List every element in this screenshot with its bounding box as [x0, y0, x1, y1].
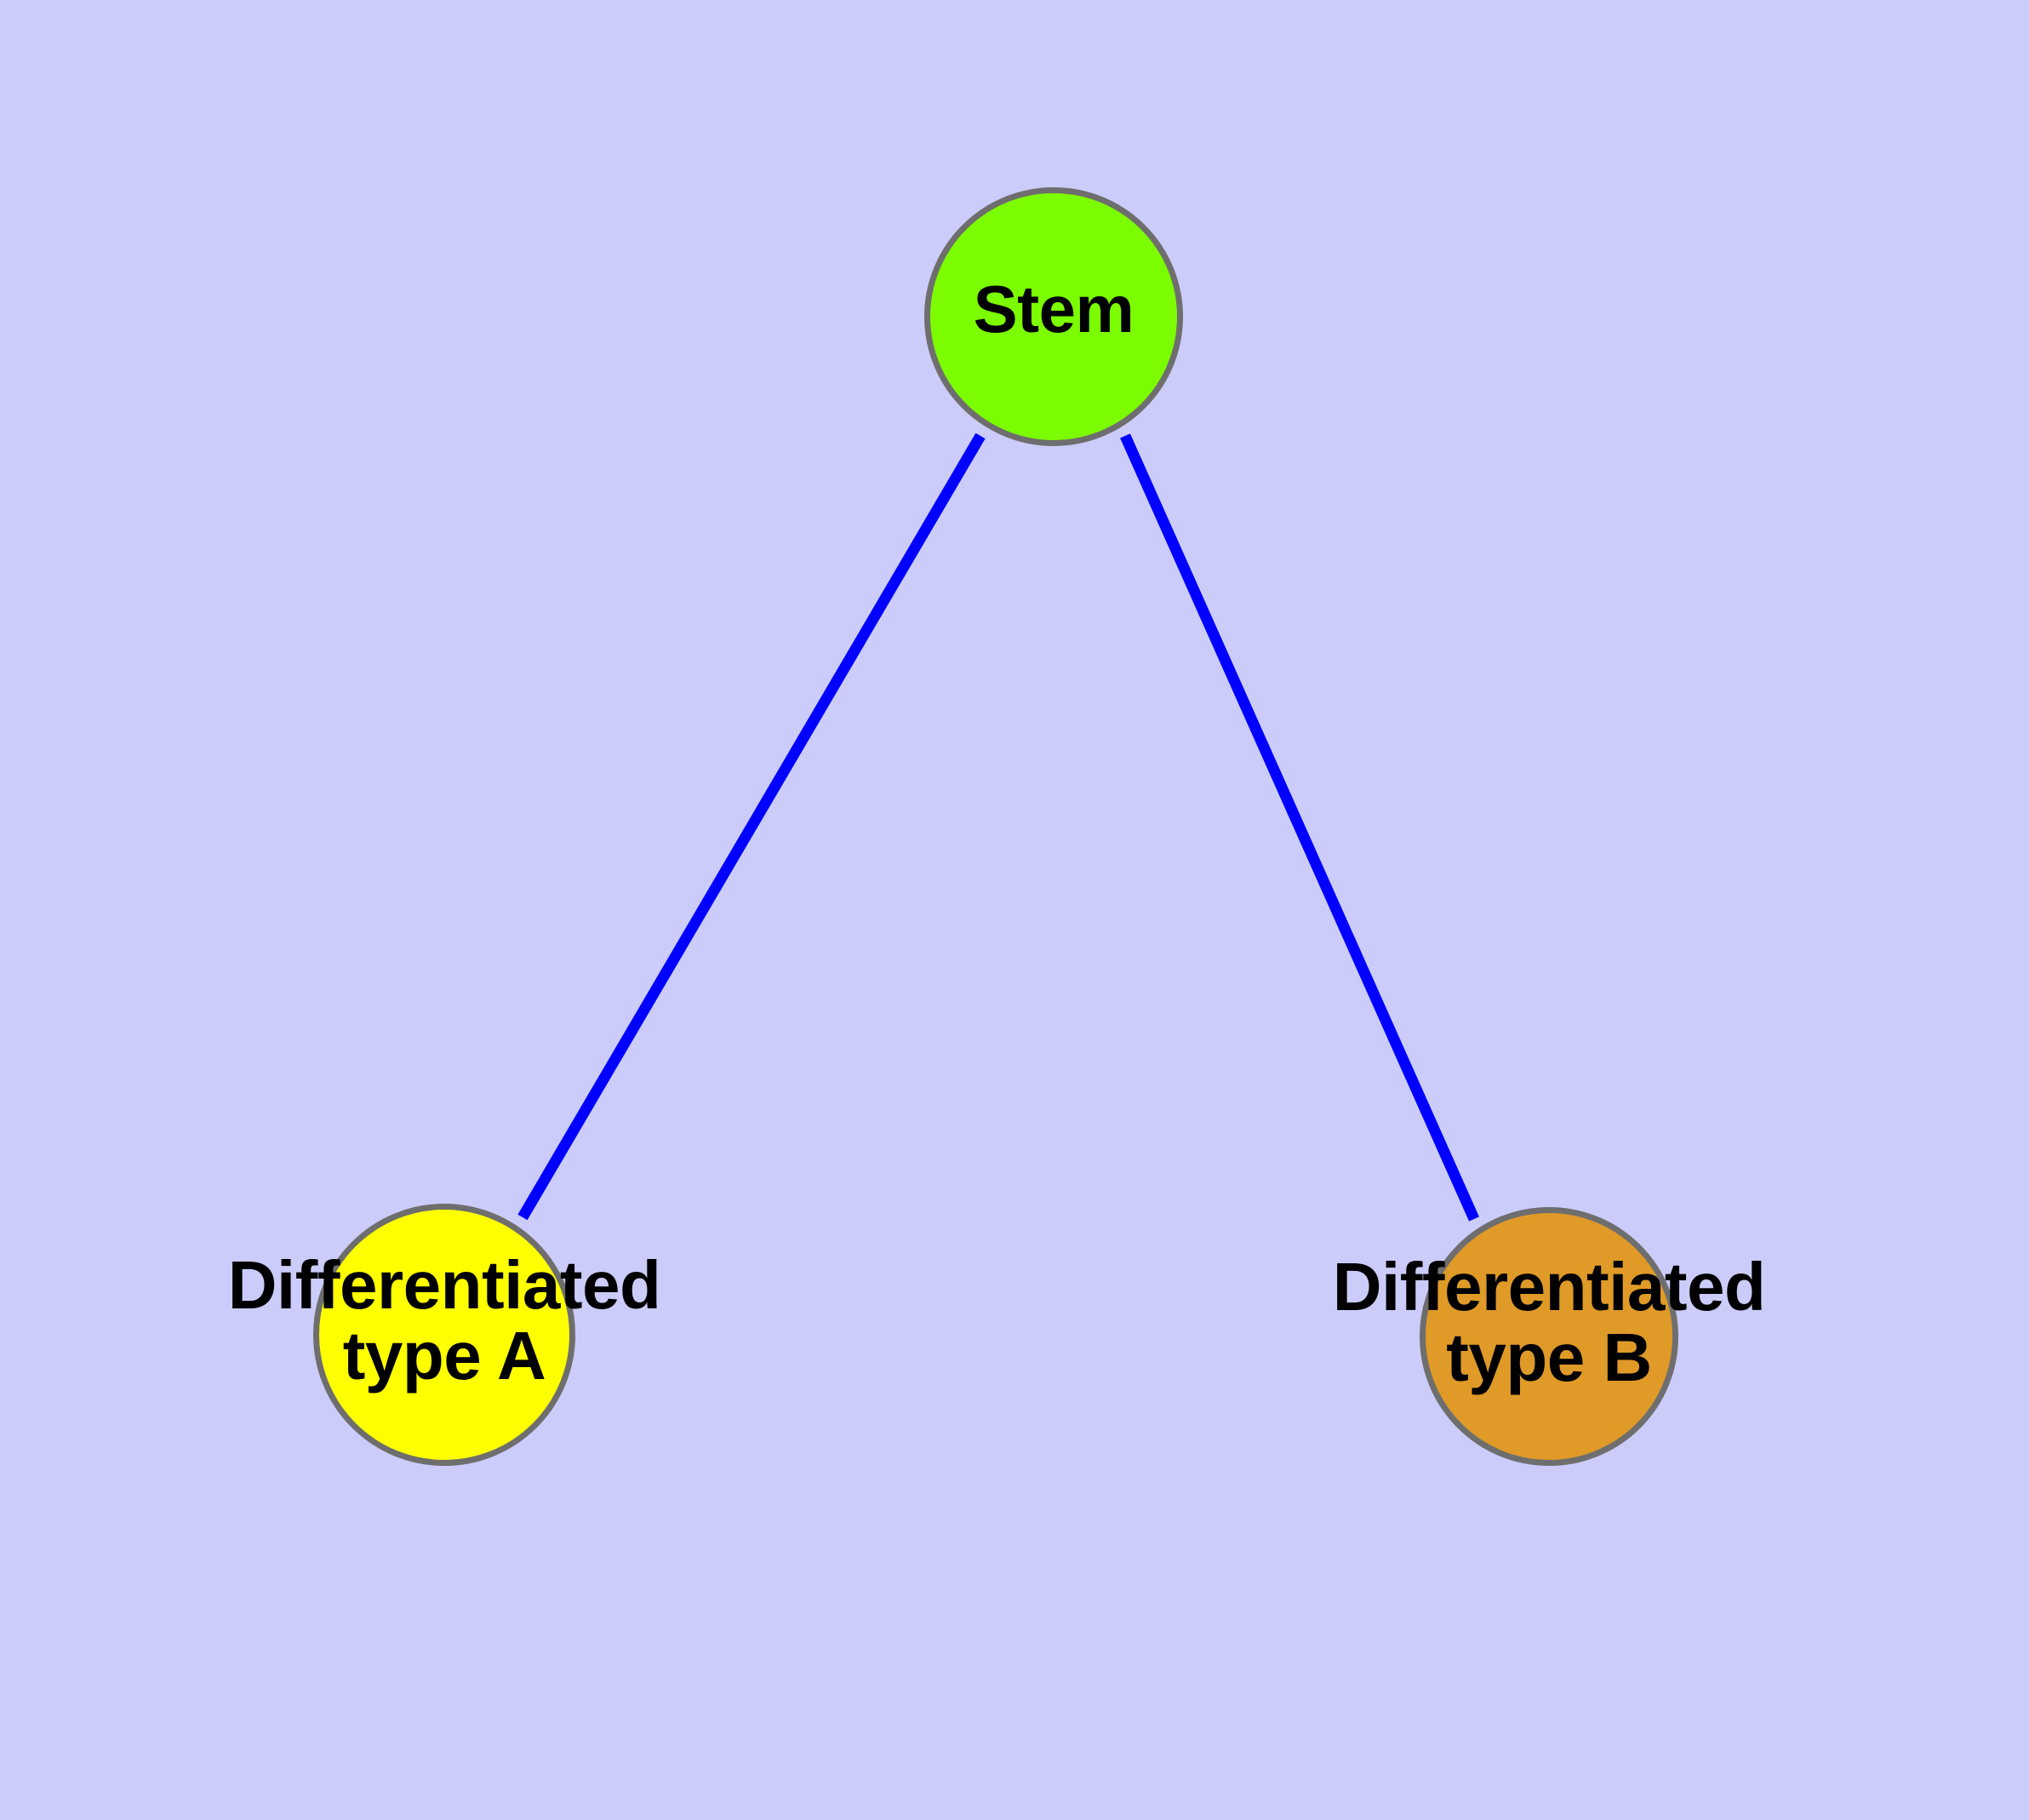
edge-stem-to-type-a	[517, 432, 986, 1221]
node-differentiated-type-a[interactable]	[313, 1204, 575, 1466]
node-differentiated-type-b[interactable]	[1420, 1207, 1678, 1466]
edge-stem-to-type-b	[1120, 433, 1479, 1222]
node-stem[interactable]	[924, 187, 1183, 446]
